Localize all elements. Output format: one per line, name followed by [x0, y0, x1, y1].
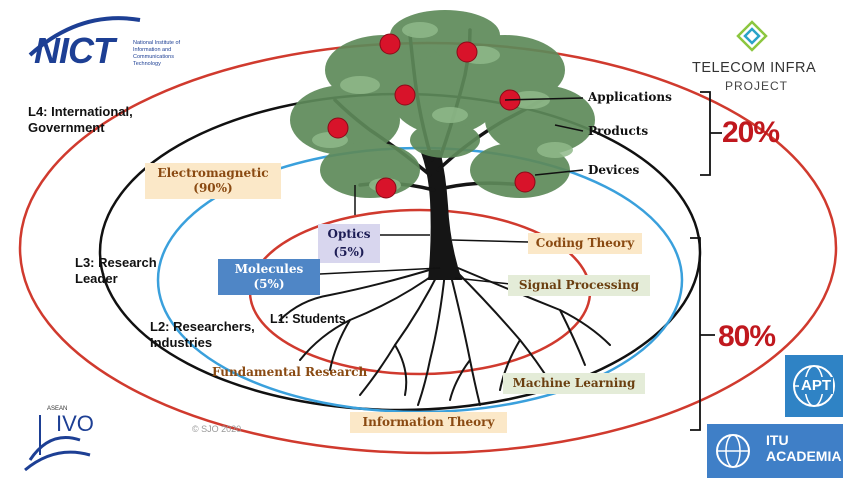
tree-fruits	[327, 33, 536, 199]
topic-information-theory: Information Theory	[350, 412, 507, 433]
ivo-asean-label: ASEAN	[47, 406, 68, 412]
level-l3-label: L3: Research Leader	[75, 255, 157, 286]
ivo-logo-mark	[24, 415, 91, 472]
topic-electromagnetic-name: Electromagnetic	[157, 166, 269, 180]
tree-label-devices: Devices	[588, 163, 640, 177]
itu-globe-icon	[716, 434, 750, 468]
bracket-80pct	[690, 237, 715, 431]
copyright-notice: © SJO 2020	[192, 424, 242, 434]
telecom-infra-subtitle: PROJECT	[725, 79, 789, 93]
leader-lines	[299, 97, 584, 285]
topic-optics-name: Optics	[327, 227, 371, 241]
topic-signal-processing: Signal Processing	[508, 275, 650, 296]
topic-electromagnetic-pct: (90%)	[193, 181, 233, 195]
itu-academy-text: ITU ACADEMIA	[766, 432, 841, 464]
topic-optics: Optics (5%)	[318, 224, 380, 263]
nict-logo-text: NICT	[34, 30, 115, 71]
topic-molecules: Molecules (5%)	[218, 259, 320, 295]
itu-name: ITU	[766, 432, 789, 448]
level-l1-label: L1: Students	[270, 312, 346, 326]
topic-optics-pct: (5%)	[333, 245, 365, 259]
topic-electromagnetic: Electromagnetic (90%)	[145, 163, 281, 199]
tree-trunk	[420, 150, 462, 280]
level-l2-label: L2: Researchers, Industries	[150, 319, 255, 350]
nict-swoosh-icon	[28, 16, 141, 57]
tree-label-products: Products	[588, 124, 649, 138]
topic-machine-learning: Machine Learning	[503, 373, 645, 394]
bracket-20pct	[700, 91, 722, 176]
tree-label-applications: Applications	[588, 90, 672, 104]
nict-full-name: National Institute of Information and Co…	[133, 40, 181, 67]
topic-coding-theory: Coding Theory	[528, 233, 642, 254]
telecom-infra-logo-mark	[736, 20, 768, 52]
ivo-logo-text: IVO	[56, 411, 94, 436]
level-l4-label: L4: International, Government	[28, 104, 133, 135]
percentage-bottom: 80%	[718, 320, 776, 353]
itu-academy-logo	[707, 424, 843, 478]
apt-logo-text: APT	[799, 377, 833, 394]
topic-molecules-pct: (5%)	[253, 277, 285, 291]
percentage-top: 20%	[722, 116, 780, 149]
apt-logo: APT	[785, 355, 843, 417]
telecom-infra-title: TELECOM INFRA	[692, 60, 817, 76]
topic-molecules-name: Molecules	[234, 262, 304, 276]
topic-fundamental-research: Fundamental Research	[212, 365, 368, 379]
itu-subtitle: ACADEMIA	[766, 448, 842, 464]
